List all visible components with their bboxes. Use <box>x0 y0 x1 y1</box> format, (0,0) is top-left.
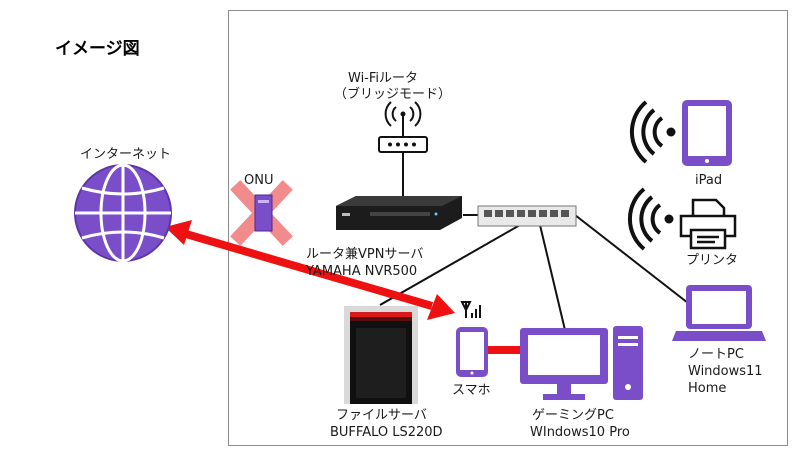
wifi-router-icon <box>378 101 428 153</box>
wifi-router-label-line2: （ブリッジモード） <box>334 87 452 102</box>
printer-icon <box>679 198 737 250</box>
gaming-pc-label-line2: WIndows10 Pro <box>530 425 630 440</box>
printer-label: プリンタ <box>686 253 739 268</box>
vpn-link-arrow <box>165 220 455 320</box>
nas-label-line1: ファイルサーバ <box>336 408 427 423</box>
onu-label: ONU <box>244 173 274 188</box>
notebook-label-line1: ノートPC <box>688 347 744 362</box>
home-network-boundary <box>228 10 788 446</box>
antenna-icon <box>460 301 481 318</box>
onu-icon <box>230 180 293 246</box>
router-label-line1: ルータ兼VPNサーバ <box>306 247 424 262</box>
smartphone-label: スマホ <box>452 383 491 398</box>
diagram-title: イメージ図 <box>55 39 140 59</box>
wifi-router-label-line1: Wi-Fiルータ <box>348 71 419 86</box>
smartphone-icon <box>456 327 488 377</box>
router-label-line2: YAMAHA NVR500 <box>306 264 418 279</box>
router-icon <box>336 196 462 230</box>
notebook-label-line3: Home <box>688 381 727 396</box>
nas-icon <box>344 306 418 404</box>
gaming-pc-label-line1: ゲーミングPC <box>532 408 614 423</box>
link-switch-nas <box>379 224 521 306</box>
ipad-label: iPad <box>695 173 723 188</box>
desktop-pc-icon <box>520 326 643 400</box>
network-links <box>379 152 689 331</box>
tablet-icon <box>682 100 732 166</box>
wifi-signal-icon <box>627 187 674 251</box>
globe-icon <box>74 163 172 263</box>
link-switch-gamingpc <box>539 224 566 331</box>
notebook-label-line2: Windows11 <box>688 364 763 379</box>
wifi-signal-icon <box>629 100 676 164</box>
laptop-icon <box>672 285 766 341</box>
nas-label-line2: BUFFALO LS220D <box>330 425 443 440</box>
link-switch-notebook <box>574 214 689 304</box>
internet-label: インターネット <box>80 147 172 162</box>
tethering-link <box>488 346 524 354</box>
switch-hub-icon <box>477 205 577 227</box>
